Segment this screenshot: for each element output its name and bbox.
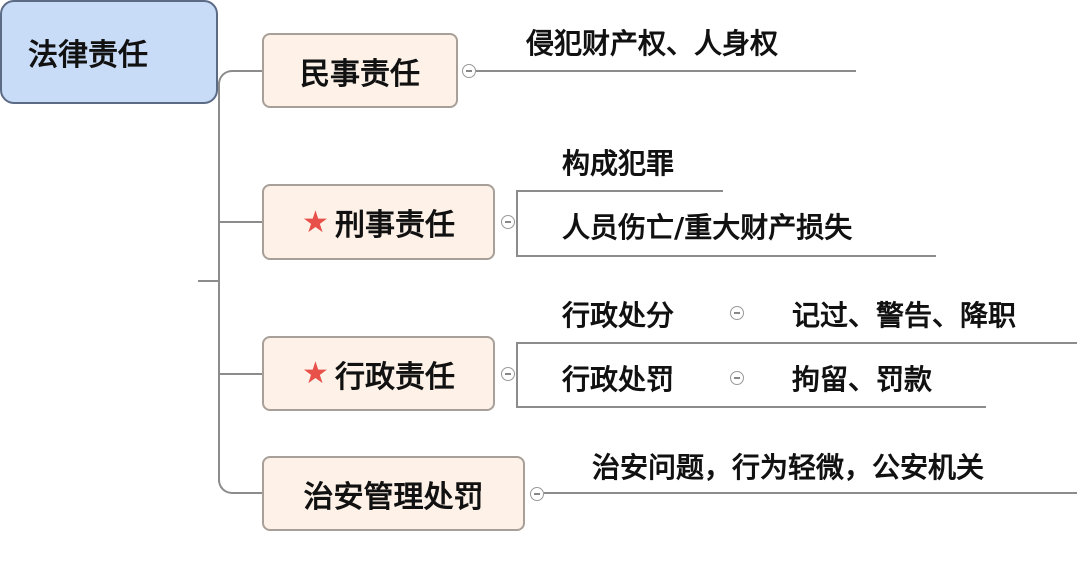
leaf-security[interactable]: 治安问题，行为轻微，公安机关: [592, 451, 985, 484]
leaf-civil[interactable]: 侵犯财产权、人身权: [526, 27, 779, 60]
star-icon: ★: [302, 356, 329, 391]
root-node[interactable]: 法律责任: [0, 0, 218, 104]
leaf-underline: [516, 342, 1077, 344]
elbow-security: [218, 474, 262, 494]
star-icon: ★: [302, 204, 329, 240]
collapse-toggle-icon[interactable]: [462, 64, 476, 78]
node-label: 刑事责任: [334, 208, 455, 243]
node-label: 治安管理处罚: [303, 479, 484, 515]
leaf-underline: [516, 190, 723, 192]
collapse-toggle-icon[interactable]: [530, 487, 544, 501]
leaf-criminal-2[interactable]: 人员伤亡/重大财产损失: [562, 211, 853, 244]
node-criminal-liability[interactable]: ★刑事责任: [262, 184, 495, 260]
node-administrative-liability[interactable]: ★行政责任: [262, 336, 495, 411]
bracket-line: [516, 342, 518, 408]
trunk-line: [218, 82, 220, 482]
leaf-underline: [516, 255, 936, 257]
node-civil-liability[interactable]: 民事责任: [262, 33, 458, 108]
leaf-admin-penalty-detail[interactable]: 拘留、罚款: [792, 363, 933, 396]
leaf-underline: [516, 406, 986, 408]
node-label: 行政责任: [334, 359, 455, 395]
collapse-toggle-icon[interactable]: [501, 367, 515, 381]
leaf-admin-sanction[interactable]: 行政处分: [562, 299, 675, 332]
node-public-security-penalty[interactable]: 治安管理处罚: [262, 456, 525, 531]
bracket-line: [516, 190, 518, 256]
collapse-toggle-icon[interactable]: [501, 215, 515, 229]
connector-admin: [218, 373, 262, 375]
connector-criminal: [218, 221, 262, 223]
root-connector: [198, 280, 220, 282]
leaf-admin-penalty[interactable]: 行政处罚: [562, 363, 675, 396]
elbow-civil: [218, 70, 262, 90]
collapse-toggle-icon[interactable]: [730, 371, 744, 385]
collapse-toggle-icon[interactable]: [730, 306, 744, 320]
leaf-underline: [544, 492, 1077, 494]
leaf-criminal-1[interactable]: 构成犯罪: [562, 147, 675, 180]
leaf-underline: [476, 70, 856, 72]
leaf-admin-sanction-detail[interactable]: 记过、警告、降职: [792, 299, 1017, 332]
node-label: 民事责任: [300, 56, 420, 92]
